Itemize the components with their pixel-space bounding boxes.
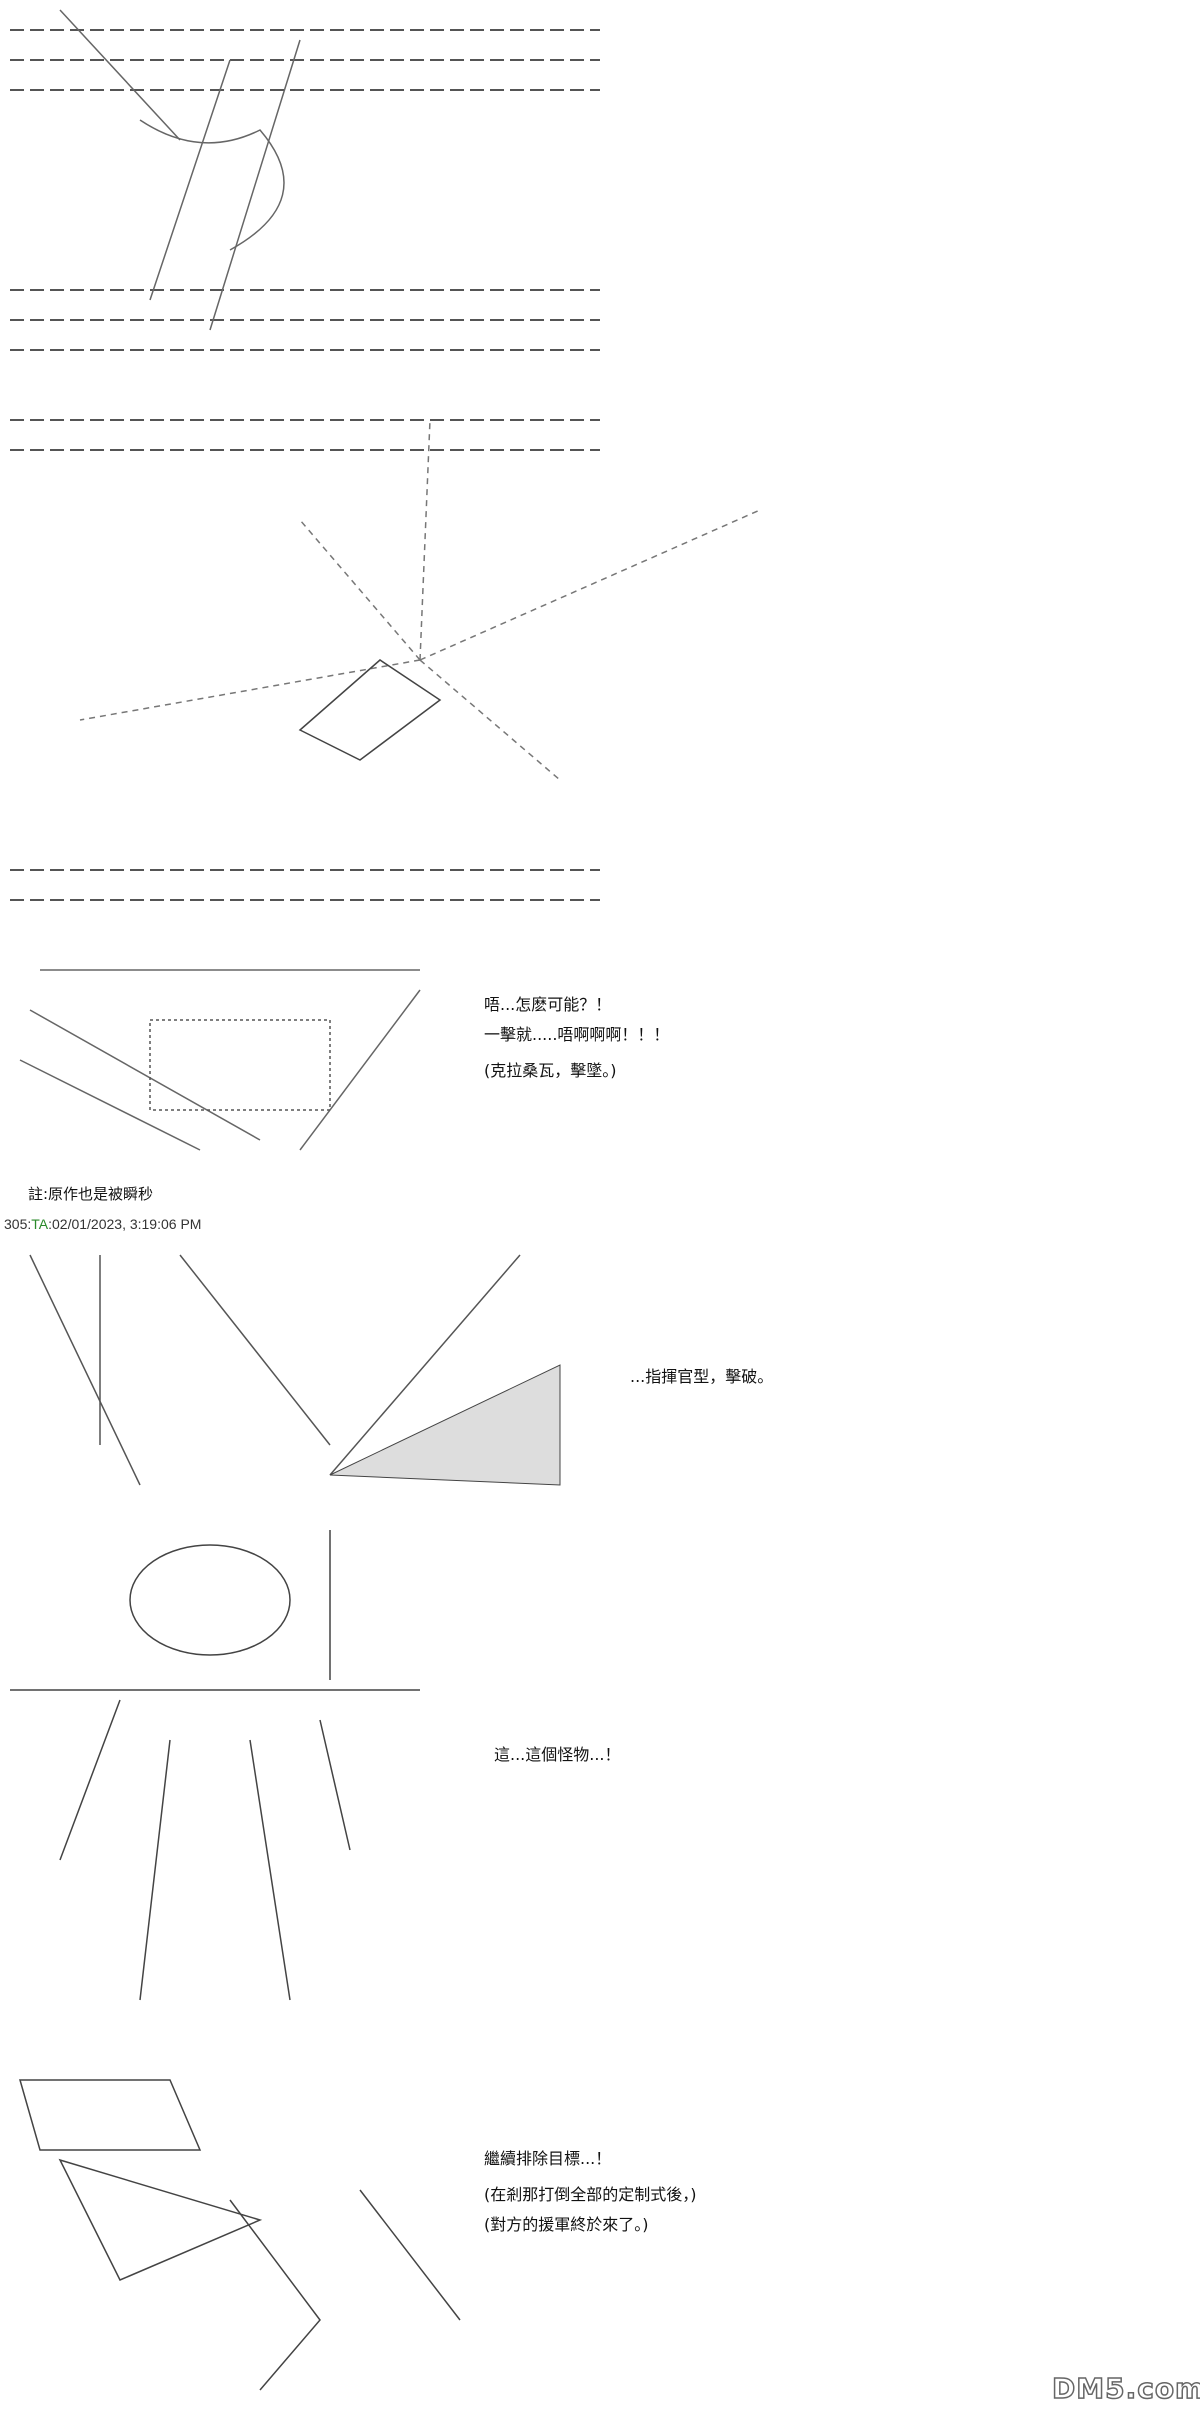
ascii-art-panel-3 — [0, 950, 760, 1170]
footnote: 註:原作也是被瞬秒 — [28, 1185, 154, 1203]
dialogue-line: (在剎那打倒全部的定制式後，) — [484, 2185, 697, 2204]
dialogue-line: 一擊就.....唔啊啊啊！！！ — [484, 1025, 670, 1044]
dialogue-line: 繼續排除目標...！ — [484, 2149, 612, 2168]
dialogue-scene-2: ...指揮官型，擊破。 — [630, 1366, 773, 1396]
dialogue-line: ...指揮官型，擊破。 — [630, 1367, 774, 1386]
targets-art — [19, 2079, 461, 2391]
post-number: 305 — [4, 1216, 28, 1232]
post-header: 305:TA:02/01/2023, 3:19:06 PM — [4, 1216, 202, 1232]
dialogue-scene-3: 這...這個怪物...！ — [494, 1744, 621, 1774]
ascii-art-panel-4 — [0, 1245, 760, 1505]
dialogue-line: 這...這個怪物...！ — [494, 1745, 621, 1764]
dialogue-line: (克拉桑瓦，擊墜。) — [484, 1061, 617, 1080]
impact-burst-art — [10, 419, 760, 901]
post-author[interactable]: TA — [31, 1216, 49, 1232]
site-watermark: DM5.com — [1046, 2370, 1200, 2406]
watermark-text: DM5.com — [1051, 2371, 1200, 2406]
dialogue-scene-1: 唔...怎麽可能？！ 一擊就.....唔啊啊啊！！！ (克拉桑瓦，擊墜。) — [484, 994, 669, 1090]
ascii-art-panel-2 — [0, 400, 760, 920]
ascii-art-panel-1 — [0, 0, 760, 370]
speed-lines-art — [10, 9, 600, 351]
post-timestamp: 02/01/2023, 3:19:06 PM — [52, 1216, 202, 1232]
dialogue-line: 唔...怎麽可能？！ — [484, 995, 612, 1014]
ascii-art-panel-5 — [0, 1520, 760, 2020]
commander-wreck-art — [29, 1254, 561, 1486]
dialogue-line: (對方的援軍終於來了。) — [484, 2215, 649, 2234]
monster-figure-art — [10, 1530, 420, 2001]
crash-art — [19, 969, 421, 1151]
ascii-art-panel-6 — [0, 2060, 760, 2400]
dialogue-scene-4: 繼續排除目標...！ (在剎那打倒全部的定制式後，) (對方的援軍終於來了。) — [484, 2148, 697, 2244]
